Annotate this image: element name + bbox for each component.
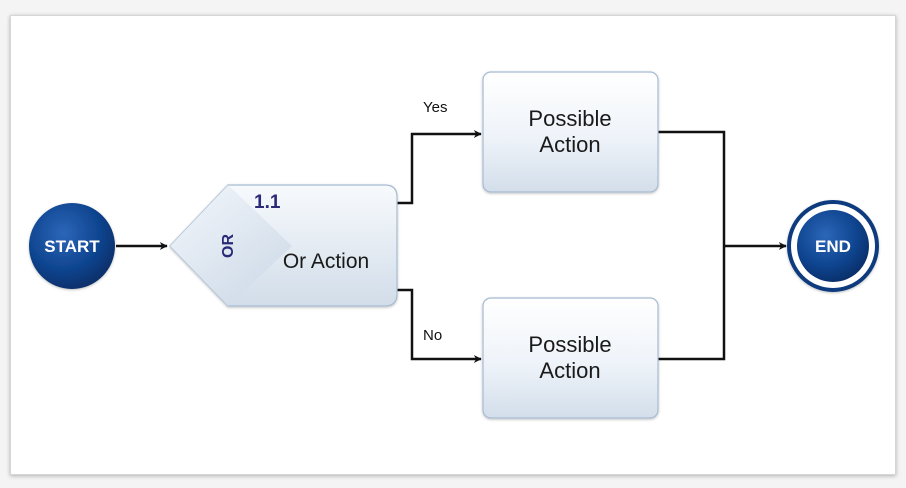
or-gateway-number: 1.1 <box>254 192 281 213</box>
start-node[interactable]: START <box>29 203 115 289</box>
connectors <box>116 130 787 363</box>
start-label: START <box>44 237 100 256</box>
end-node[interactable]: END <box>787 200 879 292</box>
possible-action-bottom-line1: Possible <box>528 332 611 357</box>
branch-no-label: No <box>423 327 442 344</box>
possible-action-top-line1: Possible <box>528 106 611 131</box>
branch-yes-label: Yes <box>423 99 447 116</box>
connector-yes-action-to-merge <box>658 130 726 361</box>
possible-action-bottom-node[interactable]: Possible Action <box>482 297 659 419</box>
or-gateway-type-label: OR <box>220 234 237 258</box>
end-label: END <box>815 237 851 256</box>
or-gateway-action-label: Or Action <box>283 250 369 273</box>
connector-or-to-yes-action <box>397 130 482 205</box>
possible-action-bottom-line2: Action <box>539 358 600 383</box>
connector-or-to-no-action <box>397 288 482 363</box>
possible-action-top-node[interactable]: Possible Action <box>482 71 659 193</box>
or-gateway-node[interactable]: 1.1 OR Or Action <box>169 184 398 307</box>
possible-action-top-line2: Action <box>539 132 600 157</box>
